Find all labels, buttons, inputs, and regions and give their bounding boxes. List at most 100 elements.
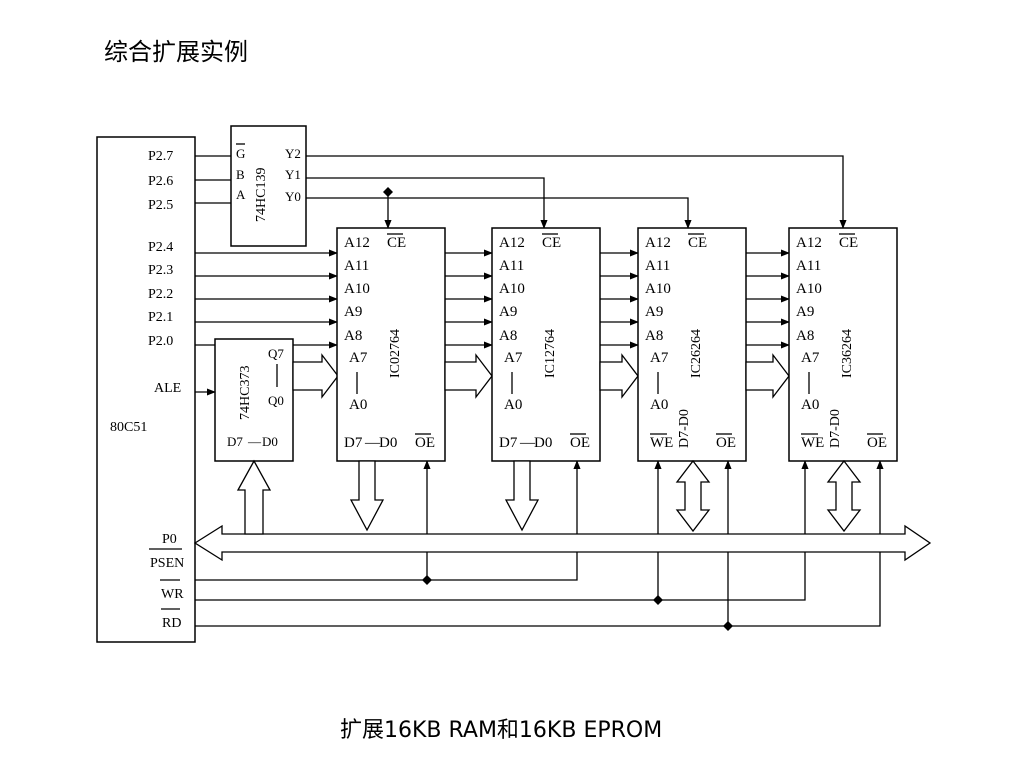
chip-2 [637, 227, 747, 462]
chip-2-pin-oe: OE [716, 435, 736, 451]
chip-1-pin-d0: D0 [534, 435, 552, 451]
chip-2-pin-a12: A12 [645, 235, 671, 251]
chip-3-label: IC36264 [840, 329, 855, 378]
latch-q0: Q0 [268, 393, 284, 408]
junction-rd [723, 621, 733, 631]
port-p2-7: P2.7 [148, 149, 173, 164]
latch-to-ic0-arrow [292, 353, 339, 399]
chip-1-pin-a0: A0 [504, 397, 522, 413]
chip-1 [491, 227, 601, 462]
port-p2-4: P2.4 [148, 240, 173, 255]
chip-0-pin-dash: — [364, 435, 381, 451]
port-ale: ALE [154, 381, 181, 396]
decoder-pin-y1: Y1 [285, 167, 301, 182]
chip-2-pin-a11: A11 [645, 258, 670, 274]
port-wr: WR [161, 587, 184, 602]
chip-3-pin-a12: A12 [796, 235, 822, 251]
chip-3-pin-oe: OE [867, 435, 887, 451]
port-p2-1: P2.1 [148, 310, 173, 325]
port-rd: RD [162, 616, 181, 631]
page-title: 综合扩展实例 [104, 38, 248, 66]
chip-1-pin-ce: CE [542, 235, 561, 251]
latch-d7: D7 [227, 434, 243, 449]
chip-2-pin-a0: A0 [650, 397, 668, 413]
decoder-pin-y2: Y2 [285, 146, 301, 161]
chip-3-pin-a9: A9 [796, 304, 814, 320]
chip-2-pin-a10: A10 [645, 281, 671, 297]
mcu-80c51: 80C51 P2.7 P2.6 P2.5 P2.4 P2.3 P2.2 P2.1… [96, 136, 196, 643]
chip-3-pin-data: D7-D0 [828, 409, 843, 448]
chip-3 [788, 227, 898, 462]
chip-3-pin-a8: A8 [796, 328, 814, 344]
chip-0-pin-oe: OE [415, 435, 435, 451]
chip-0-pin-a0: A0 [349, 397, 367, 413]
port-p2-2: P2.2 [148, 287, 173, 302]
chip-0-pin-a8: A8 [344, 328, 362, 344]
chip-2-pin-a8: A8 [645, 328, 663, 344]
chip-3-pin-a0: A0 [801, 397, 819, 413]
chip-1-pin-dash: — [519, 435, 536, 451]
chip-1-pin-d7: D7 [499, 435, 518, 451]
chip-3-data-arrow [826, 459, 862, 533]
chip-0-pin-a12: A12 [344, 235, 370, 251]
decoder-pin-y0: Y0 [285, 189, 301, 204]
chip-3-pin-ce: CE [839, 235, 858, 251]
chip-2-pin-data: D7-D0 [677, 409, 692, 448]
chip-0-label: IC02764 [388, 329, 403, 378]
port-p2-5: P2.5 [148, 198, 173, 213]
chip-1-pin-a11: A11 [499, 258, 524, 274]
chip-3-pin-a7: A7 [801, 350, 820, 366]
decoder-pin-a: A [236, 187, 246, 202]
data-bus-arrow [193, 524, 932, 562]
chip-0-pin-ce: CE [387, 235, 406, 251]
chip-1-pin-a7: A7 [504, 350, 523, 366]
chip-2-pin-we: WE [650, 435, 673, 451]
port-p2-3: P2.3 [148, 263, 173, 278]
latch-q7: Q7 [268, 346, 284, 361]
chip-2-data-arrow [675, 459, 711, 533]
chip-2-to-next-arrow [745, 353, 790, 399]
chip-2-pin-ce: CE [688, 235, 707, 251]
port-p2-0: P2.0 [148, 334, 173, 349]
chip-1-pin-a12: A12 [499, 235, 525, 251]
chip-2-pin-a7: A7 [650, 350, 669, 366]
latch-d0: D0 [262, 434, 278, 449]
chip-0-pin-a11: A11 [344, 258, 369, 274]
latch-74hc373: 74HC373 Q7 Q0 D7 — D0 [214, 338, 294, 462]
chip-2-pin-a9: A9 [645, 304, 663, 320]
latch-bus-arrow [236, 459, 272, 535]
mcu-label: 80C51 [110, 420, 147, 435]
chip-1-pin-oe: OE [570, 435, 590, 451]
latch-dash: — [247, 434, 262, 449]
decoder-pin-b: B [236, 167, 245, 182]
decoder-label: 74HC139 [254, 168, 269, 222]
chip-3-pin-we: WE [801, 435, 824, 451]
chip-0-pin-a9: A9 [344, 304, 362, 320]
chip-3-pin-a11: A11 [796, 258, 821, 274]
port-p0: P0 [162, 532, 177, 547]
diagram-caption: 扩展16KB RAM和16KB EPROM [340, 718, 662, 743]
chip-1-label: IC12764 [543, 329, 558, 378]
chip-0-to-next-arrow [444, 353, 493, 399]
chip-1-data-arrow [504, 460, 540, 532]
chip-1-to-next-arrow [599, 353, 639, 399]
port-psen: PSEN [150, 556, 184, 571]
decoder-74hc139: G B A Y2 Y1 Y0 74HC139 [230, 125, 307, 247]
junction-y0 [383, 187, 393, 197]
junction-wr [653, 595, 663, 605]
chip-1-pin-a10: A10 [499, 281, 525, 297]
chip-0-data-arrow [349, 460, 385, 532]
chip-0-pin-d0: D0 [379, 435, 397, 451]
chip-0-pin-d7: D7 [344, 435, 363, 451]
chip-2-label: IC26264 [689, 329, 704, 378]
port-p2-6: P2.6 [148, 174, 173, 189]
latch-label: 74HC373 [238, 366, 253, 420]
junction-psen [422, 575, 432, 585]
chip-1-pin-a9: A9 [499, 304, 517, 320]
decoder-pin-g: G [236, 146, 245, 161]
chip-0-pin-a10: A10 [344, 281, 370, 297]
chip-3-pin-a10: A10 [796, 281, 822, 297]
chip-1-pin-a8: A8 [499, 328, 517, 344]
